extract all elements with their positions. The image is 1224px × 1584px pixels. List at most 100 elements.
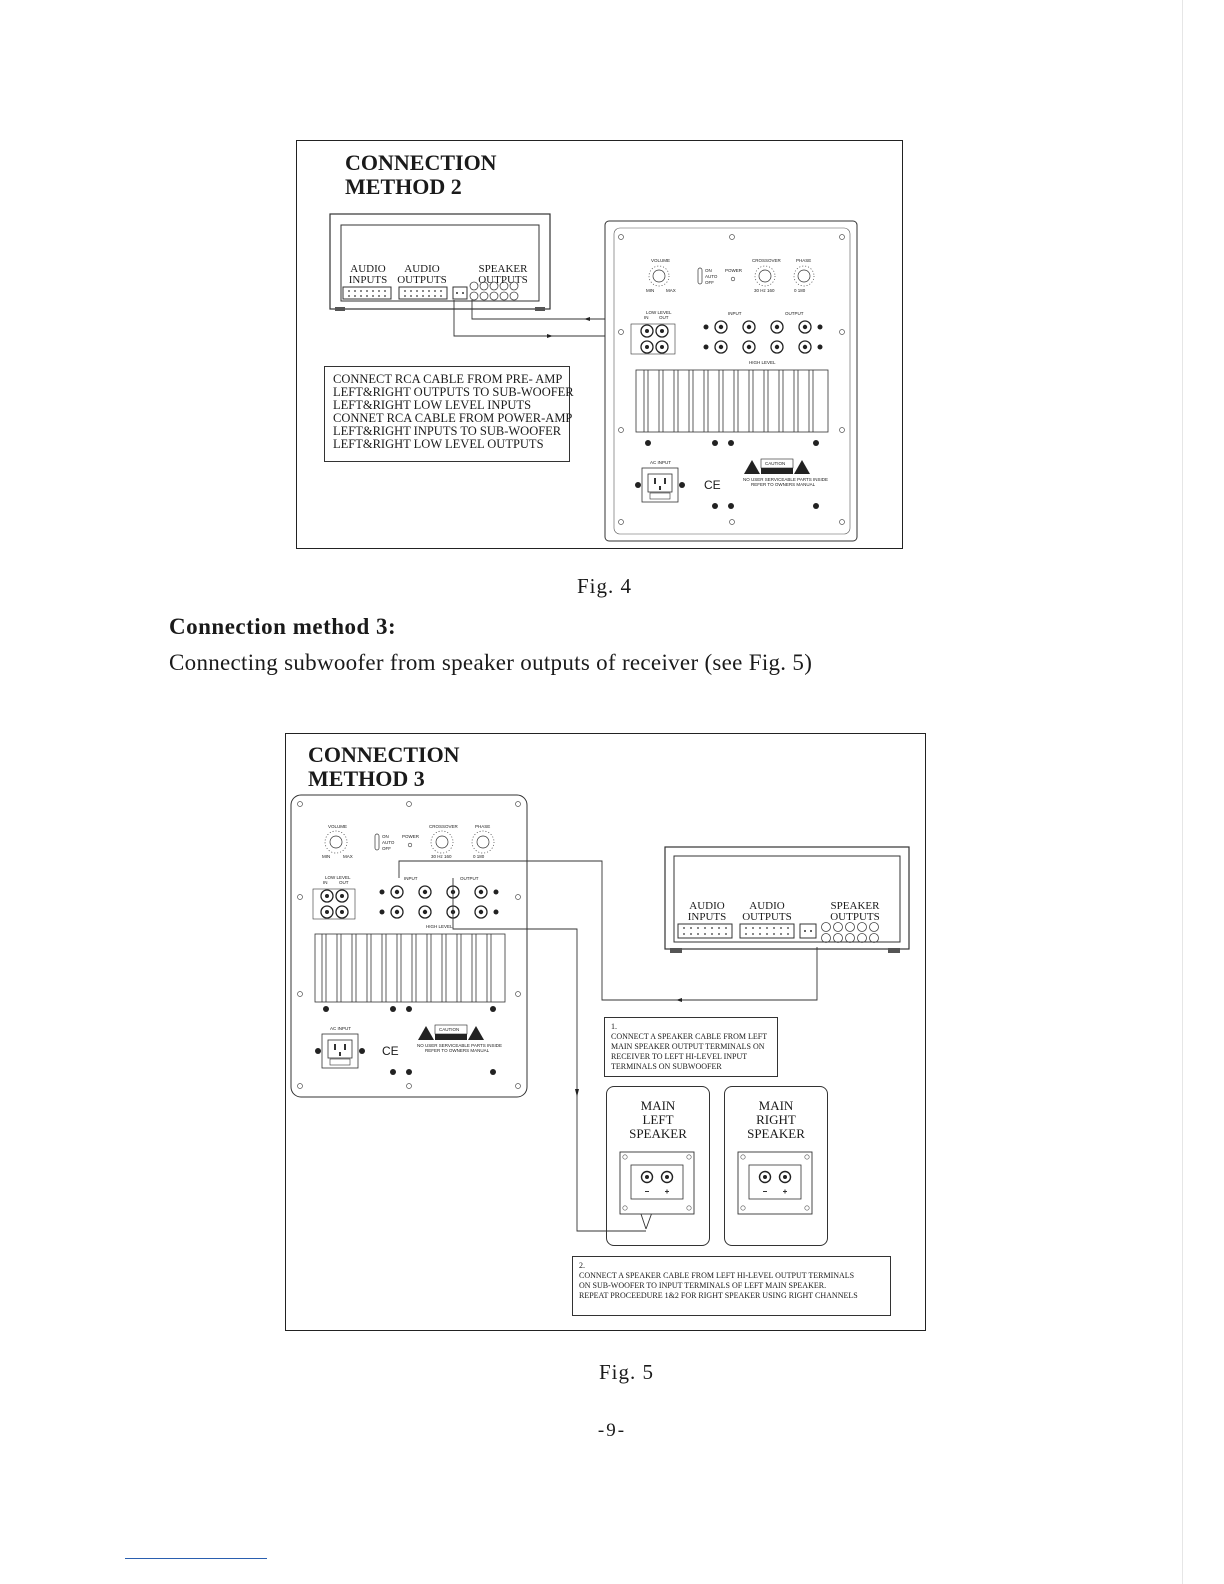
section-body: Connecting subwoofer from speaker output…	[169, 650, 813, 675]
left-speaker-label-line: MAIN	[640, 1098, 676, 1113]
note-line: REPEAT PROCEEDURE 1&2 FOR RIGHT SPEAKER …	[579, 1291, 858, 1300]
phase-range-label: 0 180	[794, 288, 806, 293]
figure-5-frame: CONNECTION METHOD 3	[285, 733, 926, 1331]
figure-5-title: CONNECTION METHOD 3	[308, 743, 460, 791]
low-level-label: LOW LEVEL	[325, 875, 351, 880]
volume-max-label: MAX	[666, 288, 676, 293]
right-speaker-label-line: RIGHT	[756, 1112, 796, 1127]
section-heading: Connection method 3:	[169, 614, 397, 639]
receiver-unit-fig5	[664, 846, 910, 953]
ce-mark: CE	[382, 1044, 399, 1058]
volume-max-label: MAX	[343, 854, 353, 859]
ce-mark: CE	[704, 478, 721, 492]
right-speaker-label-line: MAIN	[758, 1098, 794, 1113]
note-line: 1.	[611, 1022, 617, 1031]
volume-min-label: MIN	[322, 854, 331, 859]
page-number: -9-	[597, 1420, 627, 1441]
right-speaker-label: MAIN RIGHT SPEAKER	[725, 1099, 827, 1141]
switch-on-label: ON	[382, 834, 389, 839]
caution-label: CAUTION	[765, 461, 786, 466]
switch-off-label: OFF	[382, 846, 391, 851]
figure-4-title-line1: CONNECTION	[345, 150, 497, 175]
note-line: RECEIVER TO LEFT HI-LEVEL INPUT	[611, 1052, 748, 1061]
receiver-audio-inputs-label: AUDIO INPUTS	[687, 900, 727, 923]
phase-label: PHASE	[475, 824, 491, 829]
high-input-label: INPUT	[728, 311, 742, 316]
left-speaker-terminal-plate	[619, 1151, 695, 1215]
subwoofer-amp-panel-fig5: VOLUME MIN MAX ON AUTO OFF POWER CROSSOV…	[290, 794, 530, 1099]
note-line: TERMINALS ON SUBWOOFER	[611, 1062, 722, 1071]
figure-5-caption: Fig. 5	[599, 1360, 655, 1384]
low-level-out-label: OUT	[339, 880, 349, 885]
crossover-range-label: 30 Hz 160	[754, 288, 775, 293]
crossover-label: CROSSOVER	[429, 824, 458, 829]
main-right-speaker: MAIN RIGHT SPEAKER	[724, 1086, 828, 1246]
no-user-serviceable-label: NO USER SERVICEABLE PARTS INSIDE	[417, 1043, 503, 1048]
figure-4-instruction-note: CONNECT RCA CABLE FROM PRE- AMP LEFT&RIG…	[324, 366, 574, 462]
power-label: POWER	[725, 268, 743, 273]
note-line: LEFT&RIGHT OUTPUTS TO SUB-WOOFER	[333, 385, 574, 399]
footnote-rule	[125, 1558, 267, 1559]
switch-on-label: ON	[705, 268, 712, 273]
figure-5-note-2: 2. CONNECT A SPEAKER CABLE FROM LEFT HI-…	[572, 1256, 891, 1316]
note-line: CONNECT A SPEAKER CABLE FROM LEFT	[611, 1032, 768, 1041]
right-speaker-terminal-plate	[737, 1151, 813, 1215]
low-level-in-label: IN	[323, 880, 328, 885]
high-input-label: INPUT	[404, 876, 418, 881]
left-speaker-label-line: SPEAKER	[629, 1126, 687, 1141]
connection-cables	[453, 300, 632, 338]
figure-5-title-line2: METHOD 3	[308, 766, 425, 791]
note-line: LEFT&RIGHT LOW LEVEL OUTPUTS	[333, 437, 544, 451]
high-level-label: HIGH LEVEL	[426, 924, 453, 929]
figure-4-title: CONNECTION METHOD 2	[345, 151, 497, 199]
subwoofer-amp-panel: VOLUME MIN MAX ON AUTO OFF POWER CROSSOV…	[604, 220, 859, 543]
main-left-speaker: MAIN LEFT SPEAKER	[606, 1086, 710, 1246]
phase-label: PHASE	[796, 258, 812, 263]
left-speaker-label-line: LEFT	[642, 1112, 674, 1127]
figure-5-note-1: 1. CONNECT A SPEAKER CABLE FROM LEFT MAI…	[604, 1017, 778, 1077]
switch-auto-label: AUTO	[382, 840, 395, 845]
high-output-label: OUTPUT	[785, 311, 804, 316]
receiver-audio-inputs-label: AUDIO INPUTS	[348, 263, 388, 286]
low-level-in-label: IN	[644, 315, 649, 320]
figure-4-frame: CONNECTION METHOD 2 AUDIO INPUTS AUDIO O…	[296, 140, 903, 549]
note-line: LEFT&RIGHT LOW LEVEL INPUTS	[333, 398, 532, 412]
left-speaker-label: MAIN LEFT SPEAKER	[607, 1099, 709, 1141]
low-level-out-label: OUT	[659, 315, 669, 320]
figure-4-caption: Fig. 4	[577, 574, 633, 598]
note-line: CONNET RCA CABLE FROM POWER-AMP	[333, 411, 573, 425]
ac-input-label: AC INPUT	[650, 460, 672, 465]
volume-label: VOLUME	[651, 258, 671, 263]
power-label: POWER	[402, 834, 420, 839]
figure-4-title-line2: METHOD 2	[345, 174, 462, 199]
caution-label: CAUTION	[439, 1027, 460, 1032]
note-line: 2.	[579, 1261, 585, 1270]
panel-drawing	[290, 794, 528, 1098]
note-line: MAIN SPEAKER OUTPUT TERMINALS ON	[611, 1042, 765, 1051]
refer-manual-label: REFER TO OWNERS MANUAL	[751, 482, 816, 487]
switch-auto-label: AUTO	[705, 274, 718, 279]
receiver-audio-outputs-label: AUDIO OUTPUTS	[742, 900, 792, 923]
receiver-audio-outputs-label: AUDIO OUTPUTS	[397, 263, 447, 286]
receiver-speaker-outputs-label: SPEAKER OUTPUTS	[478, 263, 528, 286]
right-speaker-label-line: SPEAKER	[747, 1126, 805, 1141]
note-line: ON SUB-WOOFER TO INPUT TERMINALS OF LEFT…	[579, 1281, 827, 1290]
ac-input-label: AC INPUT	[330, 1026, 352, 1031]
volume-min-label: MIN	[646, 288, 655, 293]
receiver-speaker-outputs-label: SPEAKER OUTPUTS	[830, 900, 880, 923]
figure-5-title-line1: CONNECTION	[308, 742, 460, 767]
crossover-range-label: 30 Hz 160	[431, 854, 452, 859]
note-line: LEFT&RIGHT INPUTS TO SUB-WOOFER	[333, 424, 562, 438]
note-line: CONNECT RCA CABLE FROM PRE- AMP	[333, 372, 563, 386]
receiver-unit	[329, 213, 551, 311]
refer-manual-label: REFER TO OWNERS MANUAL	[425, 1048, 490, 1053]
volume-label: VOLUME	[328, 824, 348, 829]
crossover-label: CROSSOVER	[752, 258, 781, 263]
high-output-label: OUTPUT	[460, 876, 479, 881]
no-user-serviceable-label: NO USER SERVICEABLE PARTS INSIDE	[743, 477, 829, 482]
note-line: CONNECT A SPEAKER CABLE FROM LEFT HI-LEV…	[579, 1271, 855, 1280]
phase-range-label: 0 180	[473, 854, 485, 859]
panel-drawing	[604, 220, 858, 542]
page-edge-rule	[1182, 0, 1183, 1584]
switch-off-label: OFF	[705, 280, 714, 285]
